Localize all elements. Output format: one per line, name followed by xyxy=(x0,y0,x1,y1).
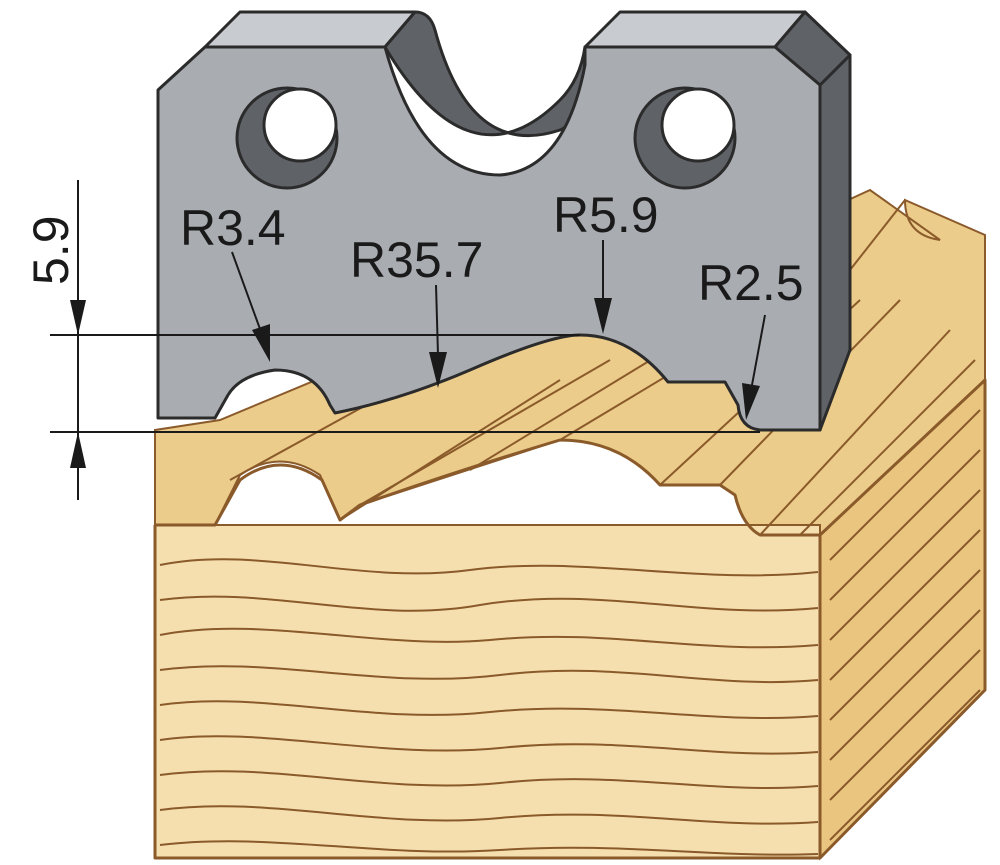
mounting-hole-left xyxy=(235,86,339,190)
depth-arrow-top xyxy=(70,300,86,335)
leader-r1-head xyxy=(252,324,270,362)
knife-top-bevel-left xyxy=(203,10,417,49)
leader-r4 xyxy=(751,314,766,386)
leader-r4-head xyxy=(742,383,760,420)
mounting-hole-right xyxy=(633,86,737,190)
knife-top-bevel-right xyxy=(583,10,807,49)
leader-r2-head xyxy=(429,352,447,388)
wood-side-grain xyxy=(829,409,981,841)
radius-labels: R3.4 R35.7 R5.9 R2.5 5.9 xyxy=(23,187,804,311)
knife-arc-inner xyxy=(383,10,587,138)
leader-r1 xyxy=(231,251,265,341)
label-depth: 5.9 xyxy=(23,215,79,285)
depth-arrow-bottom xyxy=(70,432,86,468)
leader-r3-head xyxy=(594,298,612,334)
wood-block xyxy=(153,188,987,861)
wood-front-grain xyxy=(159,558,819,856)
label-r3: R5.9 xyxy=(553,187,659,243)
label-r2: R35.7 xyxy=(350,232,483,288)
wood-front-outline xyxy=(153,378,987,860)
label-r1: R3.4 xyxy=(180,200,286,256)
label-r4: R2.5 xyxy=(698,255,804,311)
leader-r2 xyxy=(435,284,439,356)
dimension-group xyxy=(50,180,766,500)
wood-profile-outline xyxy=(155,438,820,537)
wood-front-face xyxy=(154,524,821,859)
